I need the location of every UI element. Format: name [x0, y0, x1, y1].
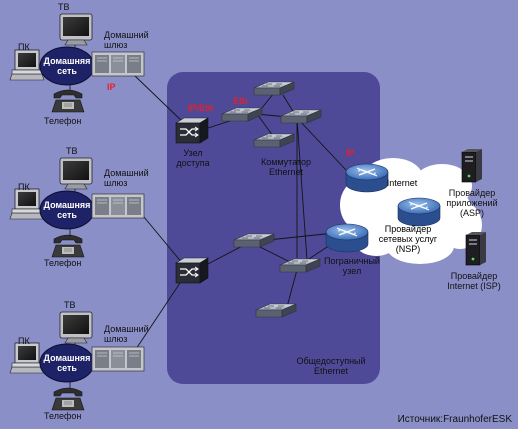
home-gateway-icon: [91, 346, 145, 372]
phone-label: Телефон: [44, 116, 82, 126]
access-node-icon: [175, 117, 209, 144]
ip-tag: IP: [346, 148, 355, 158]
pc-label: ПК: [18, 336, 30, 346]
ip-eth-tag: IP/Eth: [188, 103, 214, 113]
tv-icon: [59, 157, 93, 190]
isp-server-icon: [465, 231, 487, 266]
eth-tag: Eth: [233, 96, 248, 106]
home-gateway-icon: [91, 193, 145, 219]
tv-label: ТВ: [58, 2, 70, 12]
home-gateway-icon: [91, 51, 145, 77]
pc-label: ПК: [18, 182, 30, 192]
source-label: Источник:FraunhoferESK: [397, 414, 512, 425]
tv-icon: [59, 311, 93, 344]
border-router-icon: [325, 223, 369, 253]
internet-label: Internet: [386, 178, 418, 188]
pc-icon: [9, 188, 45, 220]
phone-label: Телефон: [44, 258, 82, 268]
phone-icon: [51, 234, 85, 258]
pc-icon: [9, 342, 45, 374]
tv-label: ТВ: [66, 146, 78, 156]
home-network-2: [9, 157, 145, 258]
tv-label: ТВ: [64, 300, 76, 310]
tv-icon: [59, 13, 93, 46]
phone-label: Телефон: [44, 411, 82, 421]
home-network-1: [9, 13, 145, 113]
pc-label: ПК: [18, 42, 30, 52]
phone-icon: [51, 387, 85, 411]
access-node-icon: [175, 257, 209, 284]
pc-icon: [9, 49, 45, 81]
phone-icon: [51, 89, 85, 113]
ip-tag: IP: [107, 82, 116, 92]
home-network-3: [9, 311, 145, 411]
asp-server-icon: [461, 148, 483, 183]
